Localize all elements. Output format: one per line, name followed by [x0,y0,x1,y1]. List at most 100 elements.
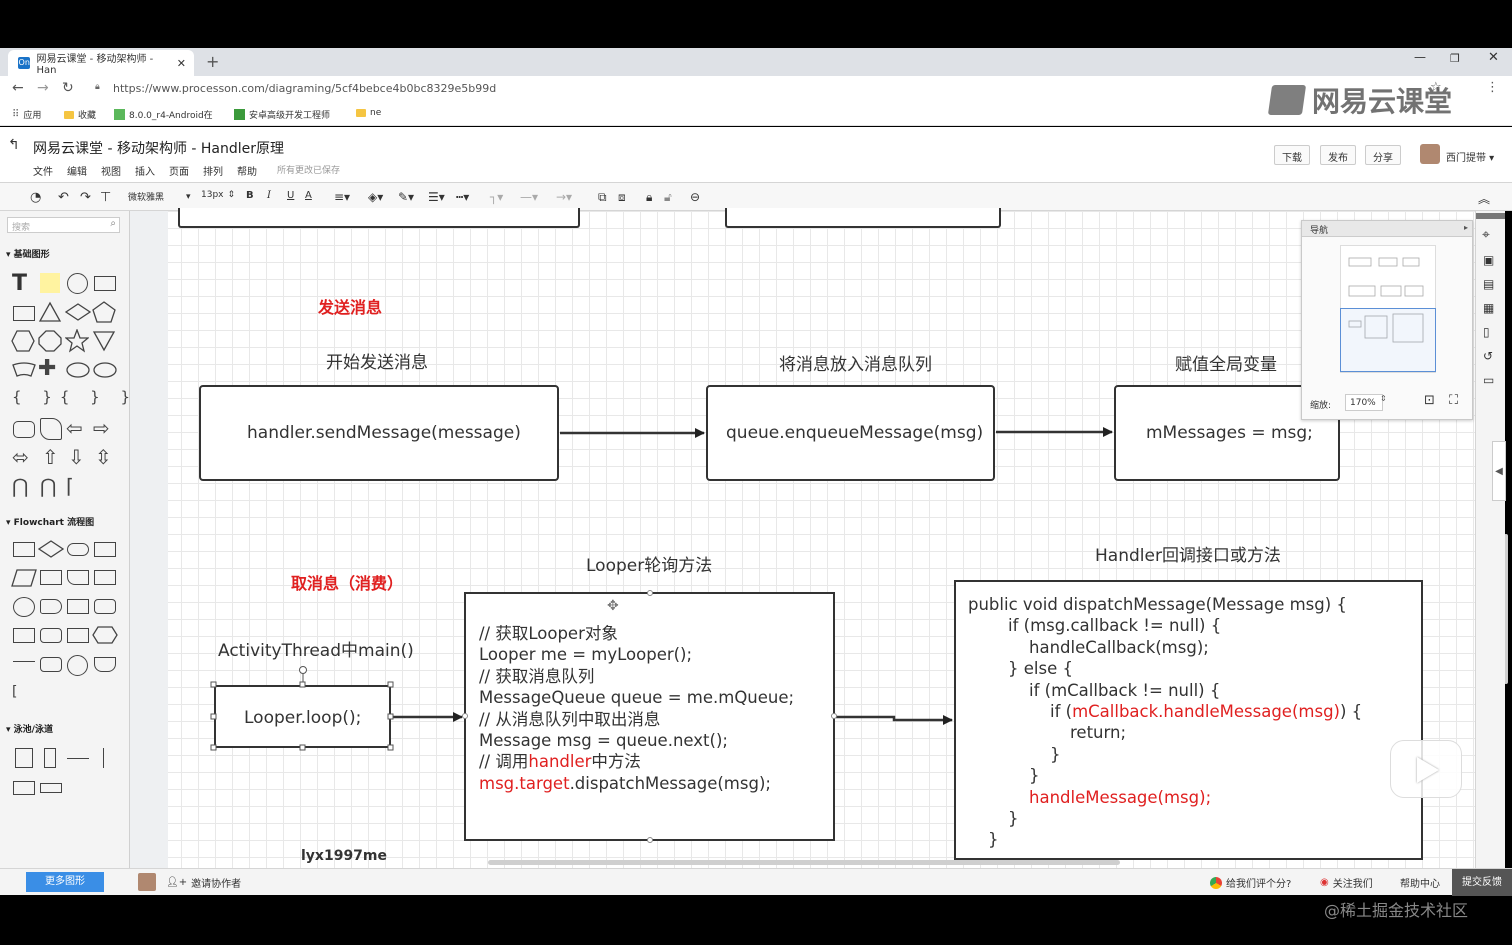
publish-button[interactable]: 发布 [1320,145,1356,165]
triangle-shape[interactable] [38,301,62,323]
font-size-select[interactable]: 13px⇕ [201,190,236,200]
annotation-shape[interactable]: [ [12,684,18,700]
redo-icon[interactable]: ↷ [80,190,91,205]
navigator-icon[interactable]: ⌖ [1482,227,1490,243]
vertical-separator-shape[interactable] [103,748,104,768]
bookmark-star-icon[interactable]: ☆ [1430,80,1442,95]
reload-icon[interactable]: ↻ [62,80,74,96]
line-style-icon[interactable]: ┅▾ [456,190,470,204]
rounded-rect-shape[interactable] [13,421,35,438]
rate-button[interactable]: 给我们评个分? [1210,875,1291,890]
rectangle-shape[interactable] [94,276,116,291]
invite-button[interactable]: 👤︎+邀请协作者 [166,877,242,890]
inverted-triangle-shape[interactable] [92,330,116,352]
close-window-icon[interactable]: ✕ [1488,50,1499,65]
user-avatar[interactable] [1420,144,1440,164]
dispatch-code-box[interactable]: public void dispatchMessage(Message msg)… [954,580,1423,860]
bookmark-apps[interactable]: ⠿应用 [12,109,42,121]
underline-button[interactable]: U [287,190,295,201]
document-title[interactable]: 网易云课堂 - 移动架构师 - Handler原理 [33,141,285,157]
assign-title[interactable]: 赋值全局变量 [1175,355,1277,375]
shape-attributes-icon[interactable]: ▦ [1483,301,1495,315]
manual-input-shape[interactable] [67,599,89,614]
back-icon[interactable]: ← [12,80,24,96]
menu-page[interactable]: 页面 [169,167,189,178]
history-icon[interactable]: ↺ [1483,349,1494,363]
forward-icon[interactable]: → [37,80,49,96]
bold-button[interactable]: B [246,190,254,201]
down-arrow-shape[interactable]: ⇩ [68,445,85,469]
hexagon-shape[interactable] [11,330,35,352]
left-arrow-shape[interactable]: ⇦ [66,416,83,440]
enqueue-title[interactable]: 将消息放入消息队列 [779,355,932,375]
download-button[interactable]: 下载 [1274,145,1310,165]
new-tab-icon[interactable]: + [206,52,220,71]
horizontal-pool-shape[interactable] [13,781,35,795]
line-shape[interactable] [13,661,35,662]
handler-callback-title[interactable]: Handler回调接口或方法 [1095,546,1281,566]
shape-search-input[interactable]: 搜索 ⌕ [7,217,120,233]
menu-help[interactable]: 帮助 [237,167,257,178]
link-icon[interactable]: ⊖ [690,190,701,204]
navigator-thumbnail[interactable] [1340,245,1436,373]
image-icon[interactable]: ▣ [1483,253,1495,267]
section-flowchart[interactable]: ▾ Flowchart 流程图 [6,518,95,528]
send-back-icon[interactable]: ⧈ [618,190,626,204]
align-icon[interactable]: ≡▾ [334,190,351,204]
more-shapes-button[interactable]: 更多图形 [26,872,104,892]
note-shape[interactable] [40,273,60,293]
octagon-shape[interactable] [38,330,62,352]
bookmark-android[interactable]: 8.0.0_r4-Android在 [114,108,213,121]
corner-shape[interactable]: ⌈ [66,474,74,498]
decision-shape[interactable] [38,540,64,558]
help-center-button[interactable]: 帮助中心 [1400,879,1440,890]
brush-icon[interactable]: ⊤ [100,190,112,205]
collapse-icon[interactable]: ▸ [1463,223,1468,232]
section-consume-label[interactable]: 取消息（消费） [291,574,404,593]
url-field[interactable]: https://www.processon.com/diagraming/5cf… [113,82,497,95]
font-family-select[interactable]: 微软雅黑▾ [128,191,191,204]
browser-menu-icon[interactable]: ⋮ [1486,80,1499,95]
user-menu[interactable]: 西门提带 ▾ [1446,153,1495,164]
fullscreen-icon[interactable]: ⛶ [1449,393,1459,408]
bent-shape[interactable]: ⋂ [40,474,57,498]
brace-shapes[interactable]: { }{ } } { [12,388,169,406]
viewport-indicator[interactable] [1340,308,1436,372]
unlock-shape-icon[interactable]: 🔓︎ [664,190,672,204]
banner-shape[interactable] [11,361,37,379]
section-send-label[interactable]: 发送消息 [318,298,383,317]
share-button[interactable]: 分享 [1365,145,1401,165]
rectangle-shape[interactable] [13,306,35,321]
document-icon[interactable]: ▯ [1483,325,1490,339]
partial-box-top-right[interactable] [725,208,1001,228]
tape-shape[interactable] [13,628,35,643]
browser-tab[interactable]: On 网易云课堂 - 移动架构师 - Han ✕ [8,50,194,76]
double-arrow-shape[interactable]: ⬄ [12,445,29,469]
send-message-box[interactable]: handler.sendMessage(message) [199,385,559,481]
page-setup-icon[interactable]: ▤ [1483,277,1495,291]
vertical-double-arrow-shape[interactable]: ⇳ [95,445,112,469]
fit-page-icon[interactable]: ⊡ [1424,393,1435,408]
text-shape[interactable]: T [12,271,28,296]
line-color-icon[interactable]: ✎▾ [398,190,415,204]
fill-color-icon[interactable]: ◈▾ [368,190,384,204]
manual-operation-shape[interactable] [67,628,89,643]
horizontal-separator-shape[interactable] [67,758,89,759]
collapse-toolbar-icon[interactable]: ︽ [1478,192,1491,206]
zoom-stepper-icon[interactable]: ⇕ [1380,394,1387,403]
section-basic-shapes[interactable]: ▾ 基础图形 [6,250,50,260]
follow-button[interactable]: ◉关注我们 [1320,877,1373,890]
delay-shape[interactable] [40,599,62,614]
looper-method-title[interactable]: Looper轮询方法 [586,556,713,576]
process-shape[interactable] [13,542,35,557]
menu-arrange[interactable]: 排列 [203,167,223,178]
line-end-icon[interactable]: →▾ [556,190,573,204]
internal-storage-shape[interactable] [94,570,116,585]
pentagon-shape[interactable] [92,301,116,323]
enqueue-box[interactable]: queue.enqueueMessage(msg) [706,385,995,481]
bookmark-engineer[interactable]: 安卓高级开发工程师 [234,108,330,121]
vertical-lane-shape[interactable] [44,748,56,768]
leaf-shape[interactable] [40,418,62,440]
vertical-pool-shape[interactable] [15,748,33,768]
activity-main-title[interactable]: ActivityThread中main() [218,641,414,661]
